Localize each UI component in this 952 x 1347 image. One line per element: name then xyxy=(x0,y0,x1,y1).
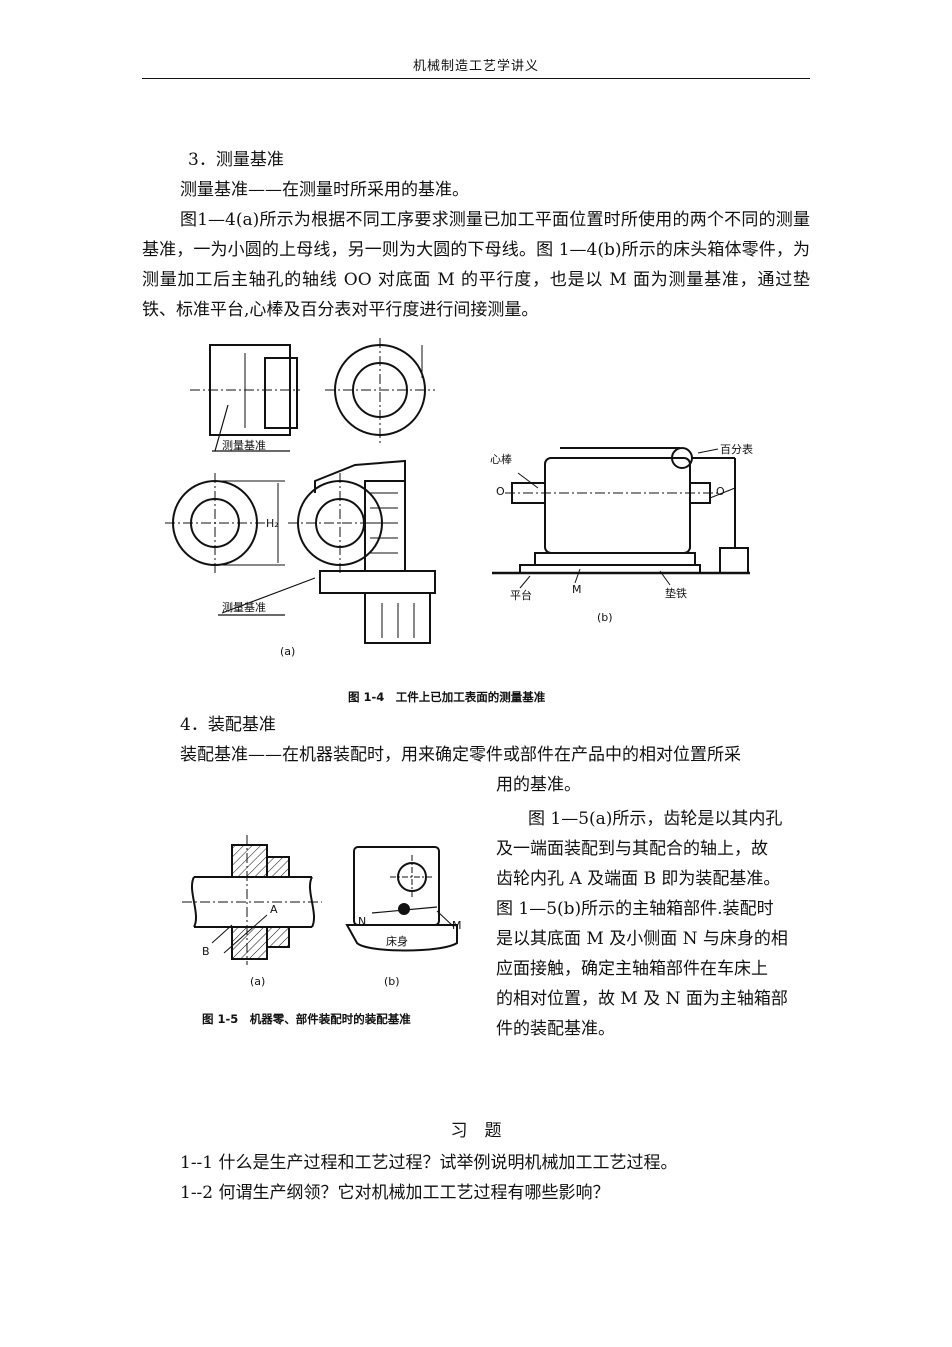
figure-1-5-drawing xyxy=(182,835,458,965)
figure-1-4-label-o-right: O xyxy=(716,485,725,498)
figure-1-5-label-b: (b) xyxy=(384,975,400,988)
figure-1-4-label-a: (a) xyxy=(280,645,296,658)
figure-1-4-label-mandrel: 心棒 xyxy=(490,453,512,466)
section-4-definition-line-2: 用的基准。 xyxy=(496,775,581,795)
section-3-definition: 测量基准——在测量时所采用的基准。 xyxy=(180,180,469,200)
exercise-item-2: 1--2 何谓生产纲领？它对机械加工工艺过程有哪些影响？ xyxy=(180,1183,610,1203)
section-4-paragraph-line-6: 应面接触，确定主轴箱部件在车床上 xyxy=(496,959,768,979)
section-3-paragraph: 图1—4(a)所示为根据不同工序要求测量已加工平面位置时所使用的两个不同的测量基… xyxy=(142,210,810,320)
figure-1-5-caption: 图 1-5 机器零、部件装配时的装配基准 xyxy=(202,1012,411,1026)
figure-1-5-label-m: M xyxy=(452,919,462,932)
section-4-paragraph-line-8: 件的装配基准。 xyxy=(496,1019,615,1039)
page-header: 机械制造工艺学讲义 xyxy=(412,59,539,74)
section-4-heading: 4．装配基准 xyxy=(180,715,276,735)
section-4-paragraph-line-2: 及一端面装配到与其配合的轴上，故 xyxy=(496,839,768,859)
figure-1-5-label-b-end-face: B xyxy=(202,945,210,958)
figure-1-5-label-n: N xyxy=(358,915,367,928)
figure-1-4-label-shim: 垫铁 xyxy=(665,587,687,600)
section-4-paragraph-line-4: 图 1—5(b)所示的主轴箱部件.装配时 xyxy=(496,899,774,919)
figure-1-5-label-bed: 床身 xyxy=(386,935,408,948)
figure-1-4-label-h2: H₂ xyxy=(266,517,279,530)
header-rule xyxy=(142,78,810,79)
figure-1-4-label-platform: 平台 xyxy=(510,589,532,602)
figure-1-5-label-a-inner-hole: A xyxy=(270,903,278,916)
figure-1-4-label-measure-datum-top: 测量基准 xyxy=(222,439,266,452)
figure-1-5: A B N M 床身 (a) (b) 图 1-5 机器零、部件装配时的装配基准 xyxy=(172,815,477,1030)
section-4-paragraph-line-3: 齿轮内孔 A 及端面 B 即为装配基准。 xyxy=(496,869,781,889)
figure-1-4: 测量基准 测量基准 H₂ (a) 心棒 百分表 O O 平台 M 垫铁 (b) … xyxy=(160,333,780,708)
exercise-item-1: 1--1 什么是生产过程和工艺过程？试举例说明机械加工工艺过程。 xyxy=(180,1153,678,1173)
figure-1-5-label-a: (a) xyxy=(250,975,266,988)
section-4-definition-line-1: 装配基准——在机器装配时，用来确定零件或部件在产品中的相对位置所采 xyxy=(180,745,741,765)
figure-1-4-label-dial: 百分表 xyxy=(720,443,753,456)
section-4-paragraph-line-7: 的相对位置，故 M 及 N 面为主轴箱部 xyxy=(496,989,788,1009)
figure-1-4-label-o-left: O xyxy=(496,485,505,498)
figure-1-4-label-m: M xyxy=(572,583,582,596)
exercises-title: 习 题 xyxy=(450,1121,502,1141)
section-3-heading: 3．测量基准 xyxy=(188,150,284,170)
section-4-paragraph-line-1: 图 1—5(a)所示，齿轮是以其内孔 xyxy=(528,809,783,829)
section-4-paragraph-line-5: 是以其底面 M 及小侧面 N 与床身的相 xyxy=(496,929,788,949)
figure-1-4-label-b: (b) xyxy=(597,611,613,624)
figure-1-4-label-measure-datum-bottom: 测量基准 xyxy=(222,601,266,614)
figure-1-4-drawing xyxy=(165,338,750,644)
figure-1-4-caption: 图 1-4 工件上已加工表面的测量基准 xyxy=(348,690,546,704)
